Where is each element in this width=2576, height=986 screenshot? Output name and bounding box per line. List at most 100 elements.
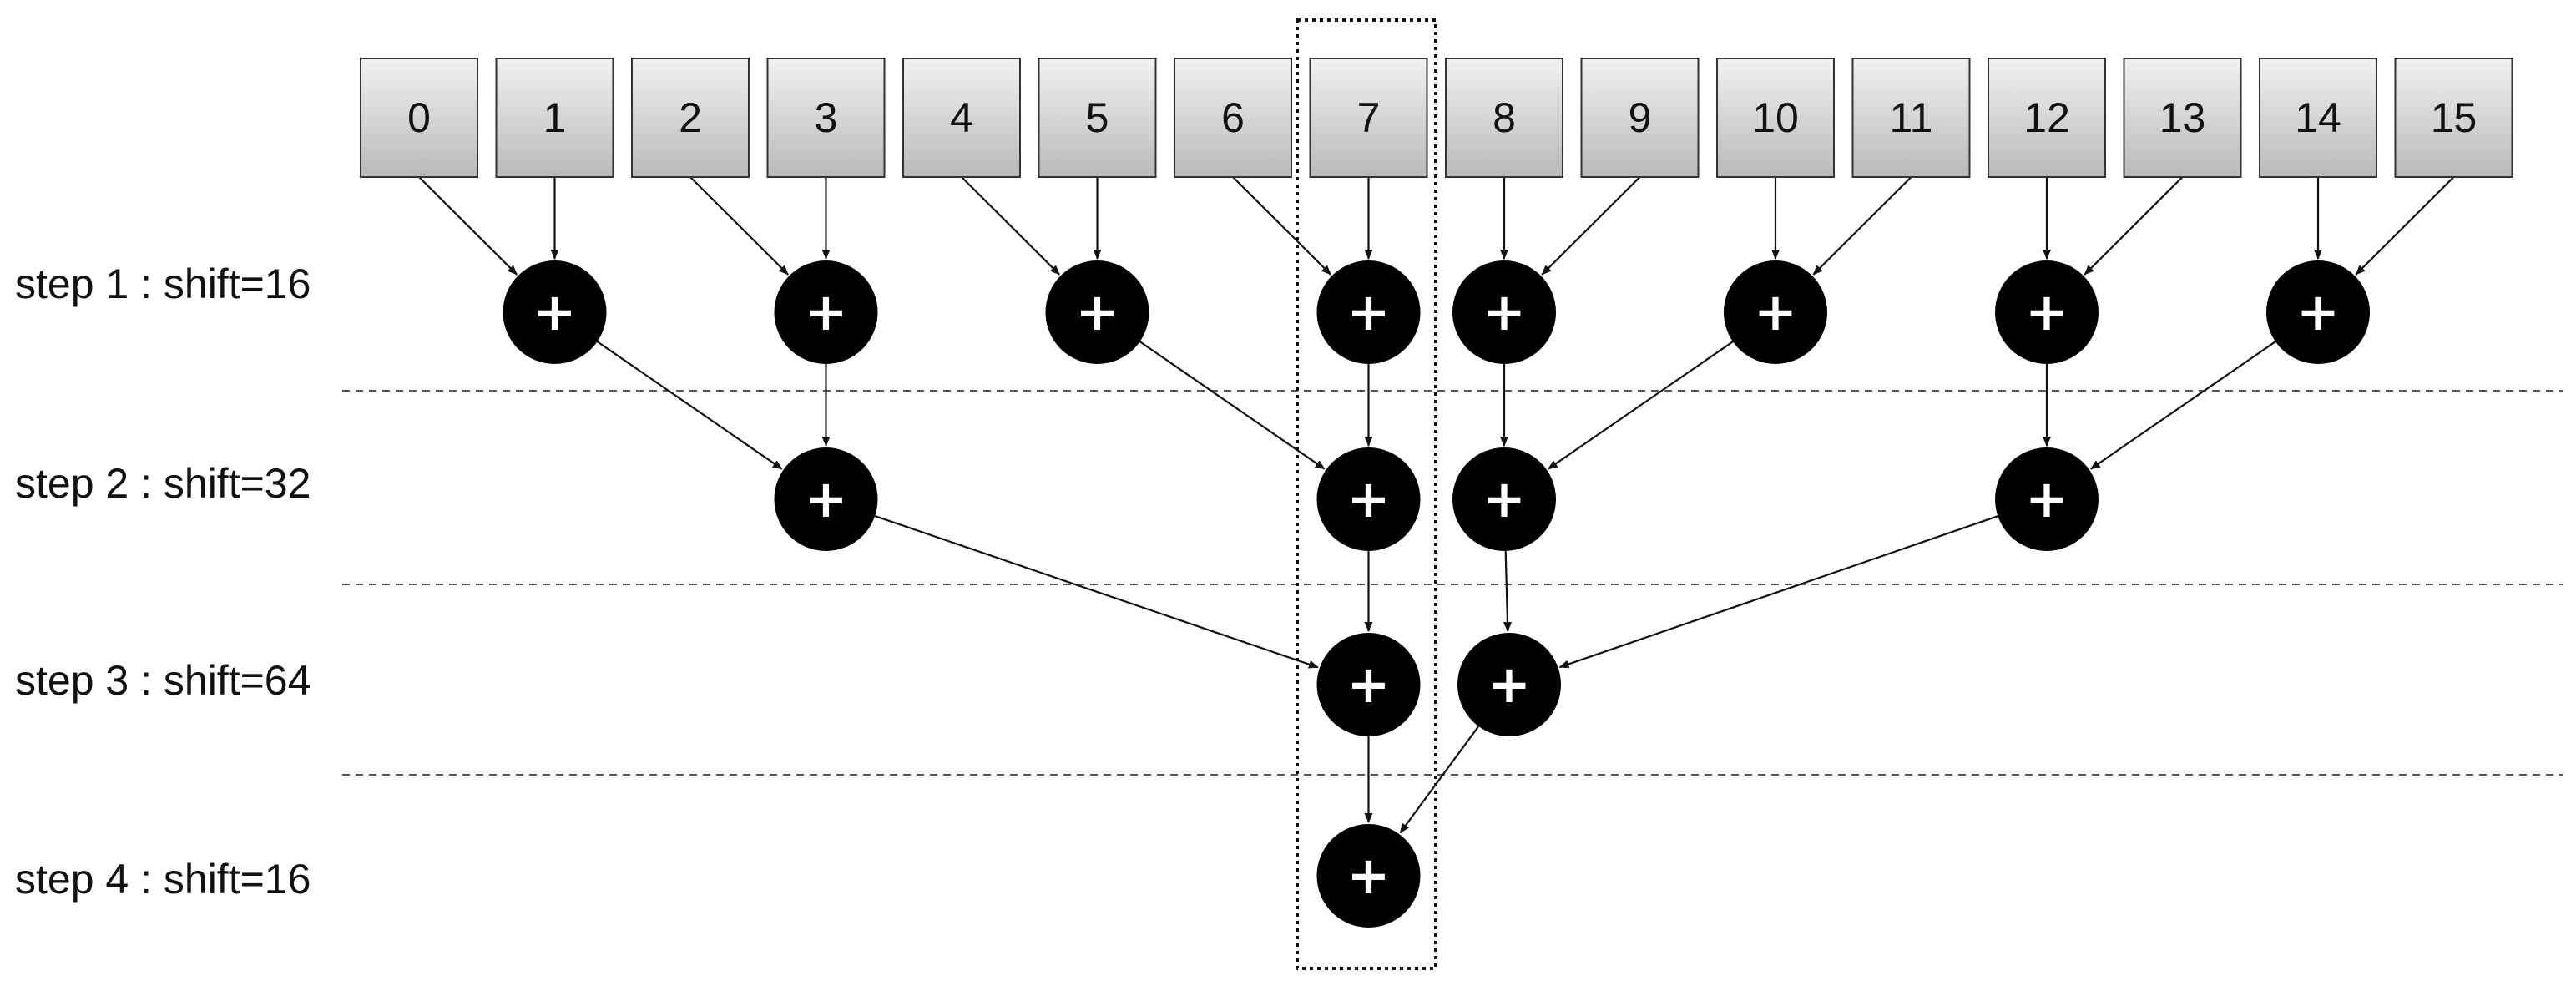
plus-icon: + [1482,281,1526,342]
edge-arrow [1139,341,1326,470]
plus-icon: + [1347,654,1391,715]
adder-node-s2-3: + [1995,447,2099,551]
adder-circle [1045,260,1149,364]
adder-node-s2-0: + [774,447,878,551]
plus-icon: + [1482,468,1526,529]
adder-node-s1-7: + [2266,260,2370,364]
input-cell-label: 15 [2431,94,2478,141]
edge-arrow [1232,176,1331,276]
input-cell-box [2259,58,2377,178]
step-labels: step 1 : shift=16 step 2 : shift=32 step… [15,260,311,903]
input-cell-label: 8 [1493,94,1516,141]
input-cell-box [2123,58,2242,178]
plus-icon: + [805,468,848,529]
adder-node-s4-0: + [1316,824,1421,928]
input-cell-box [1851,58,1971,178]
adder-node-s1-2: + [1045,260,1149,364]
adder-node-s1-4: + [1452,260,1556,364]
input-cell-label: 3 [815,94,838,141]
input-cell-3: 3 [766,58,886,178]
adder-node-s1-1: + [774,260,878,364]
adder-circle [774,447,878,551]
adder-node-s3-1: + [1457,633,1561,736]
input-cell-2: 2 [631,58,750,178]
input-cell-label: 12 [2023,94,2070,141]
input-cell-box [360,58,478,178]
adder-node-s1-3: + [1316,260,1421,364]
step-label: step 1 : shift=16 [15,260,311,307]
adder-circle [1457,633,1561,736]
adder-node-s1-6: + [1995,260,2099,364]
adder-circle [1316,824,1421,928]
adder-node-s3-0: + [1316,633,1421,736]
step-label: step 4 : shift=16 [15,856,311,903]
edge-arrow [1399,726,1480,834]
plus-icon: + [1347,845,1391,906]
plus-icon: + [2025,281,2068,342]
edge-arrow [1547,341,1734,470]
adder-circle [2266,260,2370,364]
input-cell-14: 14 [2259,58,2377,178]
adder-node-s1-5: + [1724,260,1827,364]
plus-icon: + [2296,281,2340,342]
input-cell-label: 11 [1890,94,1933,141]
input-cell-0: 0 [360,58,478,178]
plus-icon: + [1347,281,1391,342]
step-label: step 2 : shift=32 [15,460,311,507]
edge-arrow [874,514,1319,669]
adder-circle [1724,260,1827,364]
edge-arrow [961,176,1060,276]
adder-circle [1316,260,1421,364]
input-cell-box [766,58,886,178]
adder-circle [774,260,878,364]
edge-arrow [596,341,783,470]
plus-icon: + [2025,468,2068,529]
input-cell-box [1038,58,1157,178]
input-cell-label: 0 [407,94,431,141]
edge-arrow [2089,341,2276,470]
adder-circle [1995,447,2099,551]
input-cell-label: 13 [2159,94,2206,141]
adder-circle [1316,633,1421,736]
input-cell-box [631,58,750,178]
input-cell-label: 7 [1357,94,1381,141]
input-cell-15: 15 [2394,58,2513,178]
input-cell-box [1580,58,1700,178]
adder-circle [1995,260,2099,364]
adder-circle [1316,447,1421,551]
adder-circle [503,260,607,364]
input-cell-13: 13 [2123,58,2242,178]
input-cell-7: 7 [1309,58,1428,178]
adder-node-s2-1: + [1316,447,1421,551]
edge-arrow [1503,550,1512,633]
input-cell-11: 11 [1851,58,1971,178]
edge-arrow [2355,176,2455,276]
input-cell-12: 12 [1988,58,2106,178]
input-cell-box [902,58,1021,178]
input-cell-label: 5 [1086,94,1109,141]
input-cell-box [2394,58,2513,178]
input-cell-5: 5 [1038,58,1157,178]
edge-arrow [418,176,518,276]
adder-circle [1452,260,1556,364]
edge-arrow [2084,176,2184,276]
input-cell-box [1309,58,1428,178]
input-cell-label: 2 [679,94,702,141]
adder-node-s1-0: + [503,260,607,364]
input-cell-label: 10 [1752,94,1799,141]
adder-node-s2-2: + [1452,447,1556,551]
edge-arrow [1812,176,1912,276]
input-cell-box [495,58,614,178]
input-cell-8: 8 [1445,58,1563,178]
input-cell-label: 6 [1221,94,1245,141]
input-cell-box [1988,58,2106,178]
input-cell-1: 1 [495,58,614,178]
plus-icon: + [805,281,848,342]
input-cell-4: 4 [902,58,1021,178]
plus-icon: + [533,281,577,342]
adder-nodes: + + + + + + + + + + + + + + + [503,260,2370,928]
step-separators [342,390,2563,776]
edge-arrow [689,176,789,276]
input-cell-label: 1 [543,94,567,141]
